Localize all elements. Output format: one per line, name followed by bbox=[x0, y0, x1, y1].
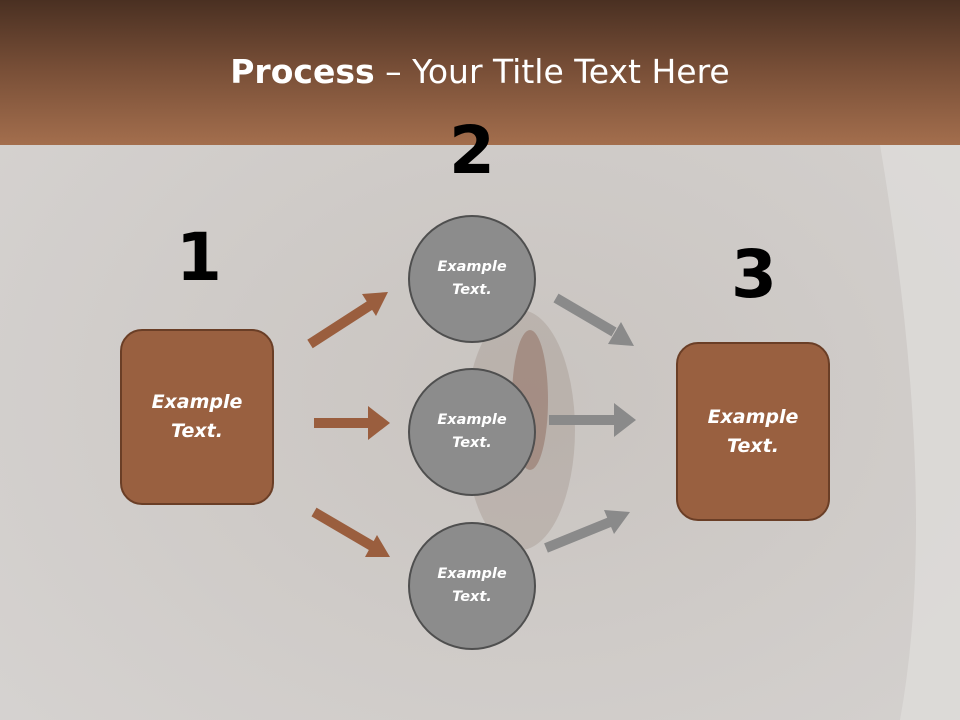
arrow-1-to-top bbox=[307, 292, 388, 349]
title-rest: – Your Title Text Here bbox=[374, 52, 730, 91]
step-number-2: 2 bbox=[449, 112, 495, 189]
arrow-1-to-middle bbox=[314, 406, 390, 440]
step-3-box: Example Text. bbox=[676, 342, 830, 521]
circle-top-text: Example Text. bbox=[437, 259, 507, 298]
arrow-top-to-3 bbox=[553, 293, 634, 346]
step-number-3: 3 bbox=[731, 236, 777, 313]
arrow-middle-to-3 bbox=[549, 403, 636, 437]
step-1-box: Example Text. bbox=[120, 329, 274, 505]
arrow-1-to-bottom bbox=[311, 507, 390, 557]
step-2-circle-top: Example Text. bbox=[408, 215, 536, 343]
step-2-circle-bottom: Example Text. bbox=[408, 522, 536, 650]
step-3-text: Example Text. bbox=[707, 405, 799, 457]
step-2-circle-middle: Example Text. bbox=[408, 368, 536, 496]
title-bar: Process – Your Title Text Here bbox=[0, 0, 960, 145]
circle-middle-text: Example Text. bbox=[437, 412, 507, 451]
step-number-1: 1 bbox=[176, 219, 222, 296]
slide-title: Process – Your Title Text Here bbox=[0, 52, 960, 91]
arrow-bottom-to-3 bbox=[544, 510, 630, 553]
circle-bottom-text: Example Text. bbox=[437, 566, 507, 605]
step-1-text: Example Text. bbox=[151, 391, 243, 442]
title-bold: Process bbox=[230, 52, 375, 91]
